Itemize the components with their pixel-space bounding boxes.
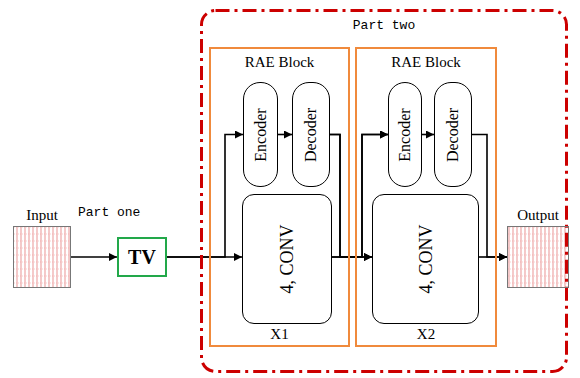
block-index: X1 [270,327,288,342]
output-image-box: Output [507,226,569,288]
block-title: RAE Block [391,55,461,70]
rae-block: RAE BlockX2 Encoder Decoder 4, CONV [355,47,497,347]
decoder-box: Decoder [434,82,472,187]
arrow-connector [167,135,243,258]
box-label: Decoder [303,107,319,161]
block-index: X2 [417,327,435,342]
arrow-connector [278,134,292,136]
box-label: 4, CONV [417,224,435,293]
decoder-box: Decoder [292,82,330,187]
output-image [507,226,569,288]
arrow-connector [330,135,372,258]
dash-dot-border [202,11,567,372]
conv-box: 4, CONV [242,194,332,324]
image-caption: Output [517,208,559,223]
conv-box: 4, CONV [372,194,479,324]
part-region: Part twoRAE BlockX1 Encoder Decoder 4, CONV… [200,9,568,373]
image-caption: Input [26,208,58,223]
box-label: Encoder [253,108,269,161]
arrow-connector [422,134,434,136]
encoder-box: Encoder [388,82,422,187]
box-label: Encoder [397,108,413,161]
input-image-box: Input [13,226,71,288]
part-label: Part two [353,19,415,32]
rae-block: RAE BlockX1 Encoder Decoder 4, CONV [209,47,350,347]
arrow-connector [71,256,117,258]
tv-box: TV [117,237,167,277]
box-label: Decoder [445,107,461,161]
input-image [13,226,71,288]
box-label: 4, CONV [278,224,296,293]
block-title: RAE Block [245,55,315,70]
box-label: TV [128,247,156,267]
part-label: Part one [78,206,140,219]
encoder-box: Encoder [243,82,278,187]
